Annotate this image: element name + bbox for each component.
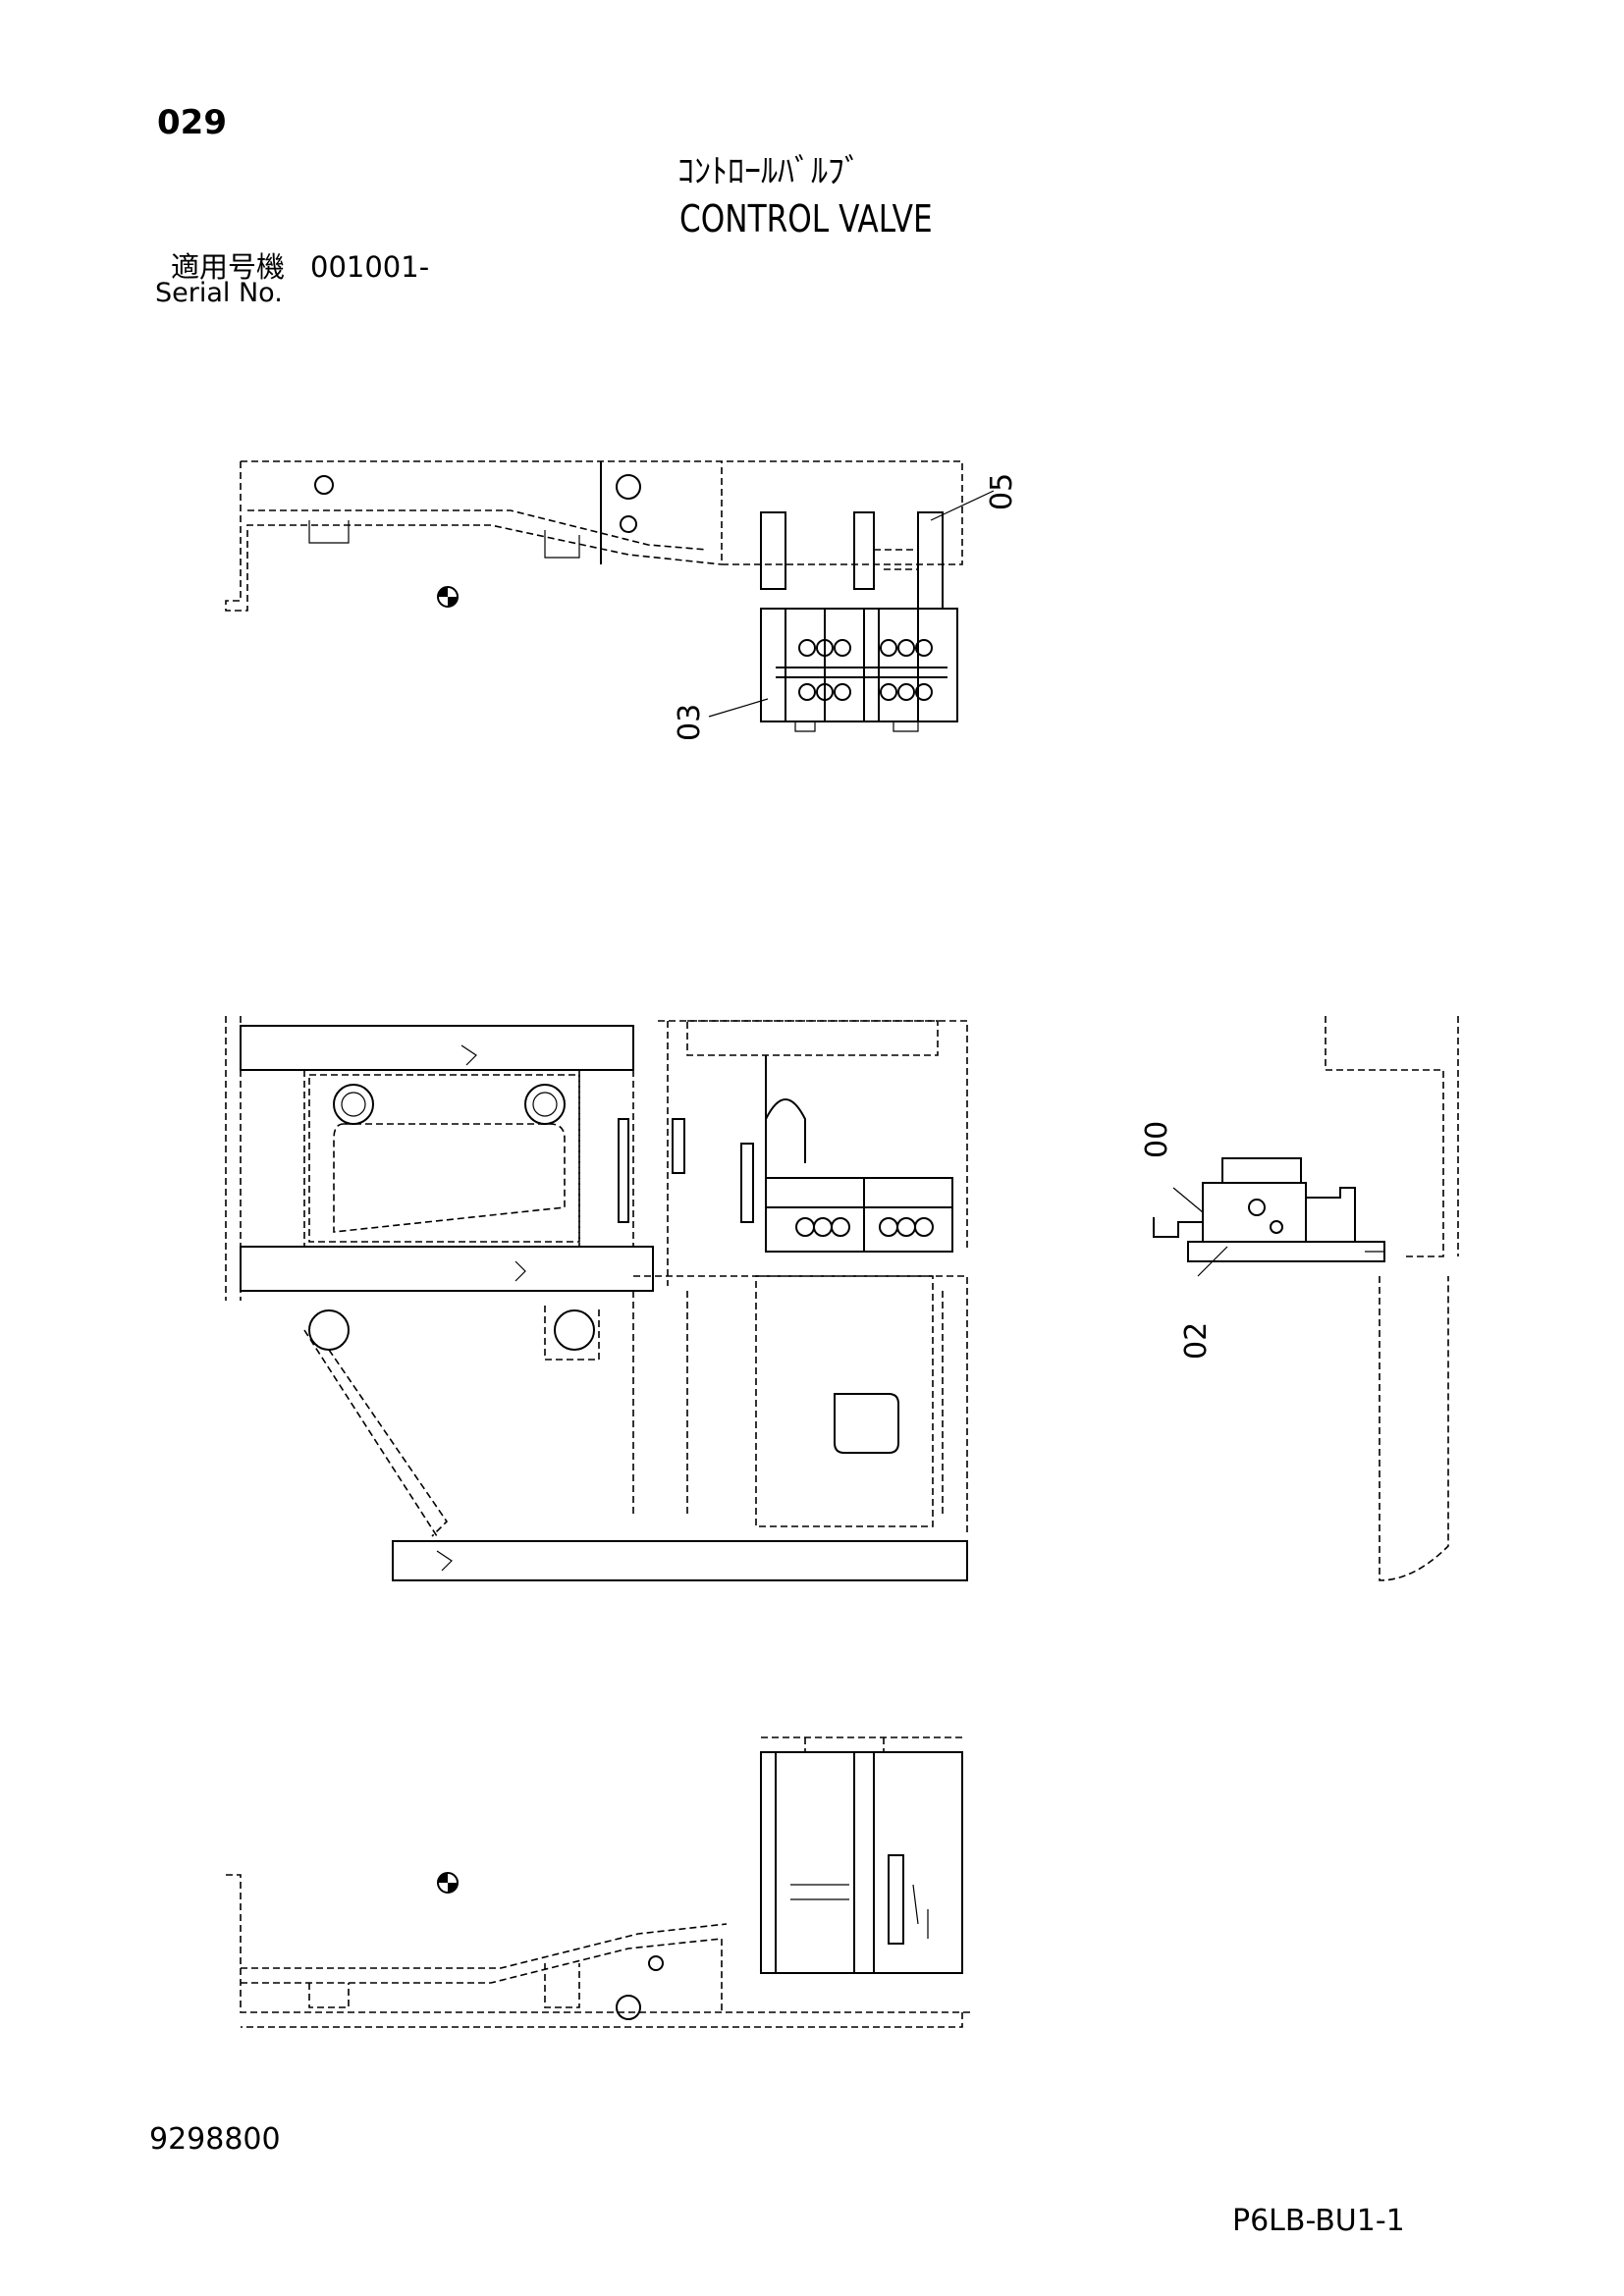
bottom-view [226,1736,972,2028]
page-number: 029 [157,103,227,142]
page-title: CONTROL VALVE [679,197,933,240]
sheet-code: P6LB-BU1-1 [1232,2204,1405,2238]
plan-view [225,1016,968,1581]
title-japanese: ｺﾝﾄﾛｰﾙﾊﾞﾙﾌﾞ [677,152,861,191]
drawing-number: 9298800 [149,2122,281,2157]
callout-top-left: 03 [673,704,707,741]
serial-label: Serial No. [155,278,283,308]
callout-side-upper: 00 [1140,1121,1174,1158]
serial-label-japanese: 適用号機 [171,250,286,284]
callout-top-right: 05 [985,473,1019,510]
top-view: 05 03 [225,460,1019,741]
side-detail-view: 00 02 [1140,1016,1459,1581]
serial-range: 001001- [310,250,430,284]
callout-side-lower: 02 [1179,1322,1214,1360]
